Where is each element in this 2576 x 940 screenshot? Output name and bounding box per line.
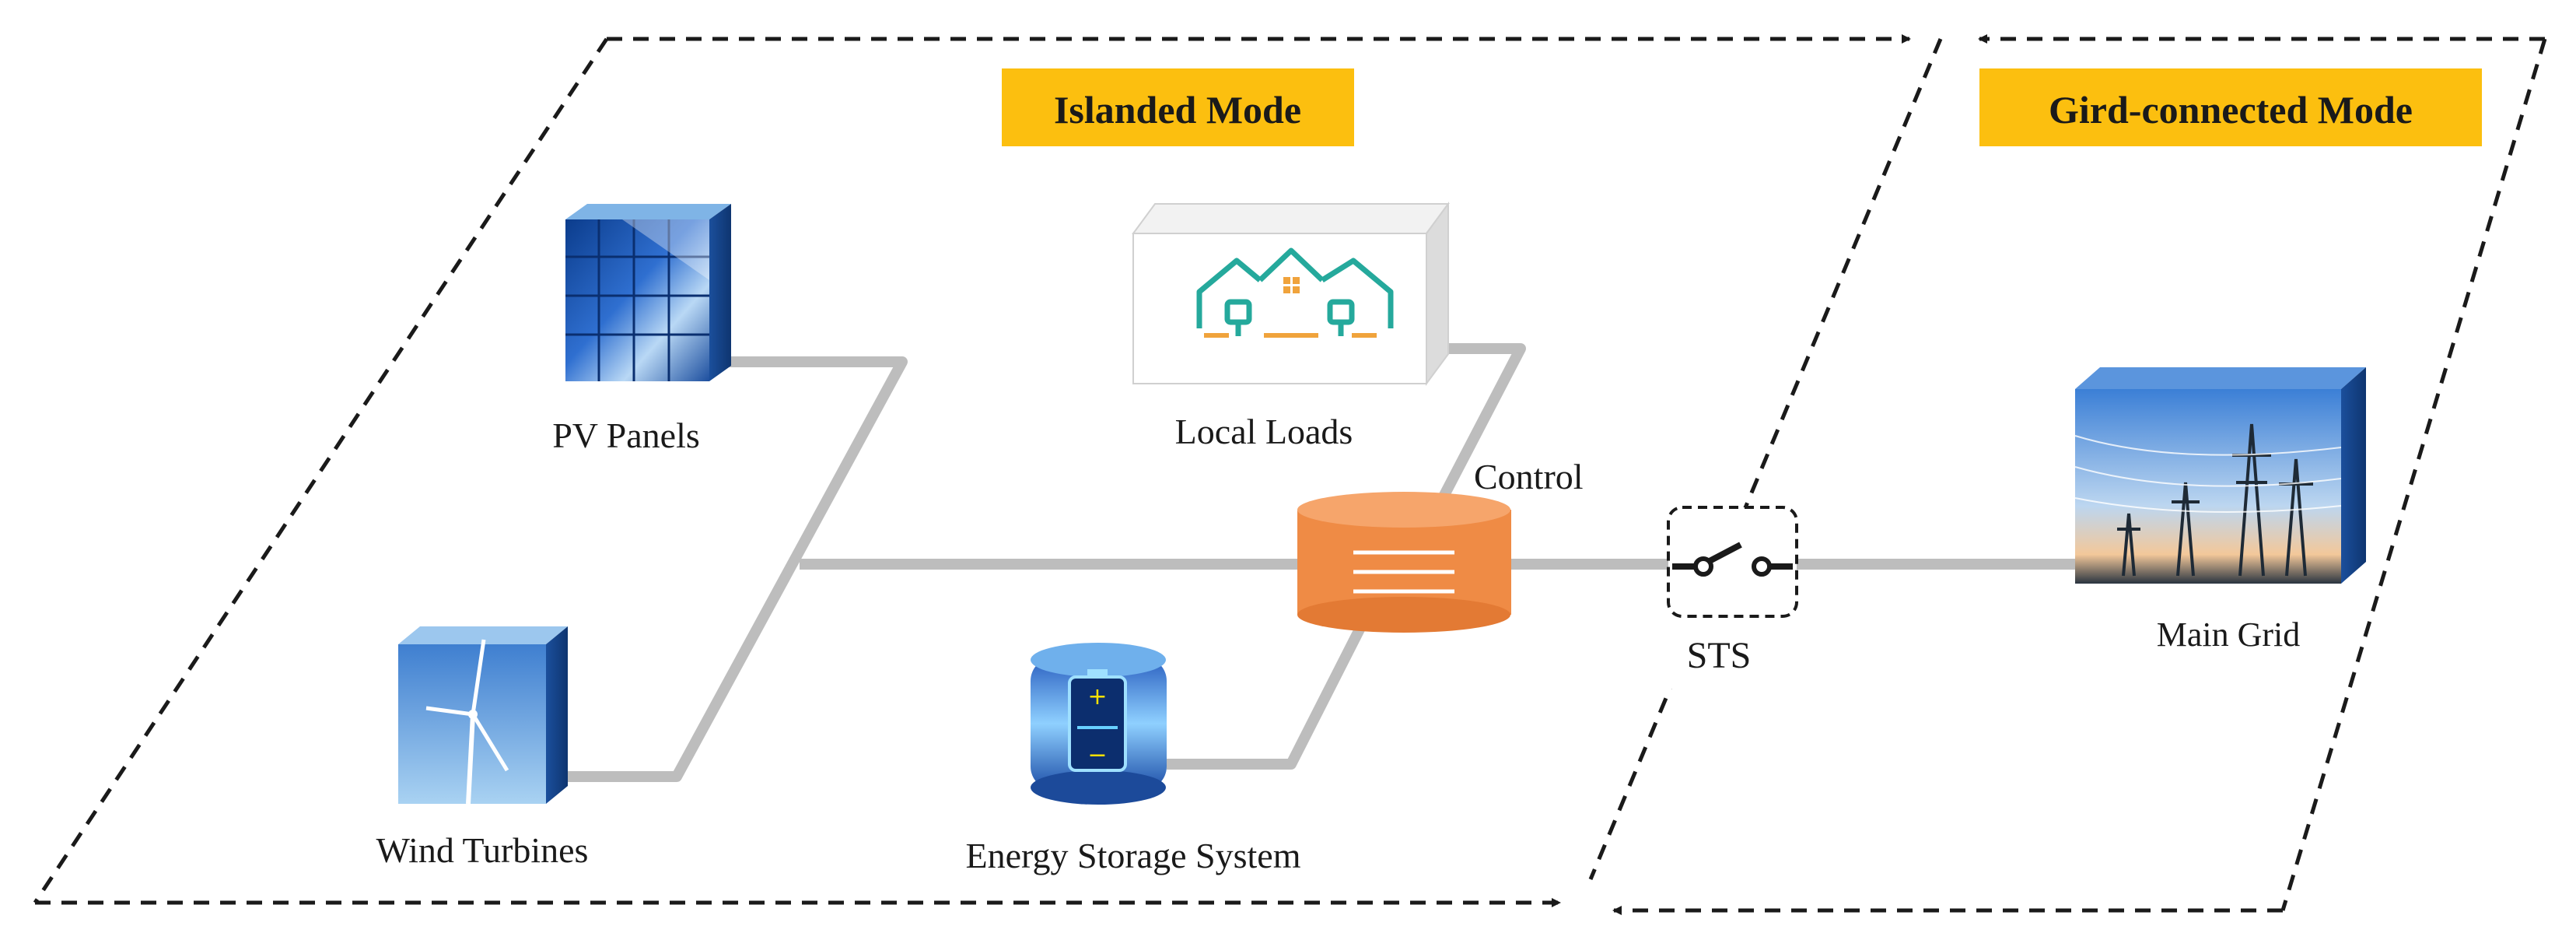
switch-icon <box>1672 542 1793 577</box>
battery-icon: + − <box>1068 669 1127 772</box>
local-loads-label: Local Loads <box>1175 412 1353 451</box>
main-grid-box <box>2074 367 2366 584</box>
svg-text:Gird-connected Mode: Gird-connected Mode <box>2049 88 2413 132</box>
wind-turbines-box <box>398 626 568 805</box>
svg-text:Islanded Mode: Islanded Mode <box>1054 88 1301 132</box>
svg-text:+: + <box>1087 683 1107 710</box>
transmission-tower-icon <box>2117 423 2313 577</box>
pv-line <box>548 356 908 782</box>
storage-line <box>1167 616 1370 770</box>
control-label: Control <box>1474 457 1584 496</box>
pv-panels-label: PV Panels <box>552 416 700 455</box>
main-grid-label: Main Grid <box>2157 616 2301 654</box>
svg-text:−: − <box>1087 742 1107 769</box>
grid-connected-mode-region <box>1612 34 2547 915</box>
sts-switch <box>1667 506 1798 618</box>
energy-storage-label: Energy Storage System <box>966 836 1301 875</box>
grid-connected-mode-label: Gird-connected Mode <box>1979 68 2482 146</box>
local-loads-box <box>1132 201 1450 387</box>
sts-label: STS <box>1687 635 1752 676</box>
pv-panels-box <box>565 204 731 381</box>
wind-turbine-icon <box>425 639 509 805</box>
islanded-mode-label: Islanded Mode <box>1002 68 1354 146</box>
control-unit <box>1297 492 1511 633</box>
wind-turbines-label: Wind Turbines <box>376 830 589 870</box>
sts-label-bg <box>1655 619 1783 689</box>
house-plug-icon <box>1196 247 1394 336</box>
energy-storage-box: + − <box>1031 643 1167 805</box>
islanded-mode-region <box>33 34 1943 907</box>
